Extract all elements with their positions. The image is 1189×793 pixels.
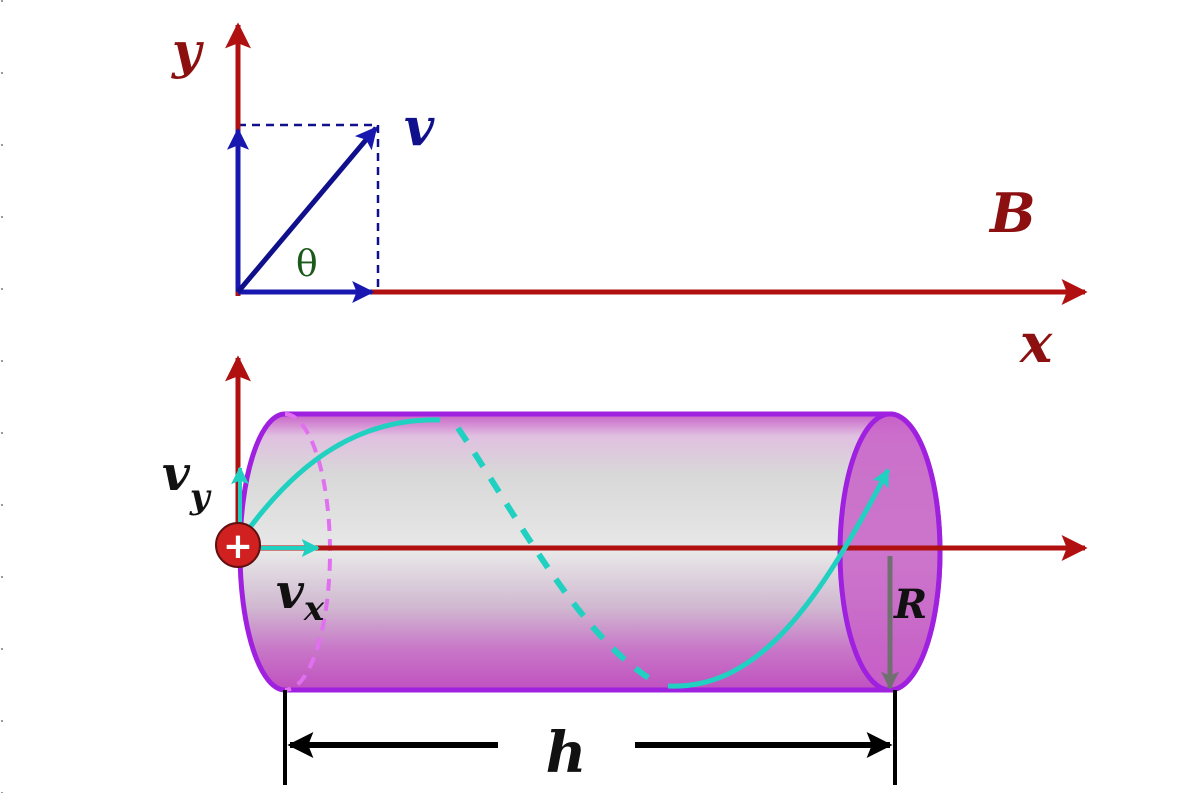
pitch-label: h	[546, 720, 587, 786]
vy-label: vy	[162, 446, 212, 517]
cylinder-body	[237, 411, 943, 693]
component-dashed-box	[236, 123, 380, 294]
positive-charge: +	[215, 522, 261, 568]
charge-sign: +	[223, 526, 253, 567]
radius-label: R	[893, 581, 927, 628]
velocity-vector-arrow	[236, 126, 378, 294]
vx-label: vx	[276, 564, 325, 629]
helix-exit-segment	[667, 468, 891, 689]
helix-cylinder: R + vy vx	[162, 355, 1088, 693]
angle-label: θ	[296, 244, 318, 285]
y-axis-label: y	[171, 21, 204, 80]
helix-front-segment	[245, 417, 441, 532]
cylinder-back-edge	[284, 412, 332, 692]
x-axis-label: x	[1019, 311, 1053, 375]
field-label: B	[988, 181, 1036, 245]
helix-back-segment	[455, 426, 662, 688]
pitch-dimension: h	[283, 690, 897, 786]
velocity-label: v	[404, 97, 435, 158]
velocity-decomposition: y v θ B x	[171, 21, 1088, 375]
